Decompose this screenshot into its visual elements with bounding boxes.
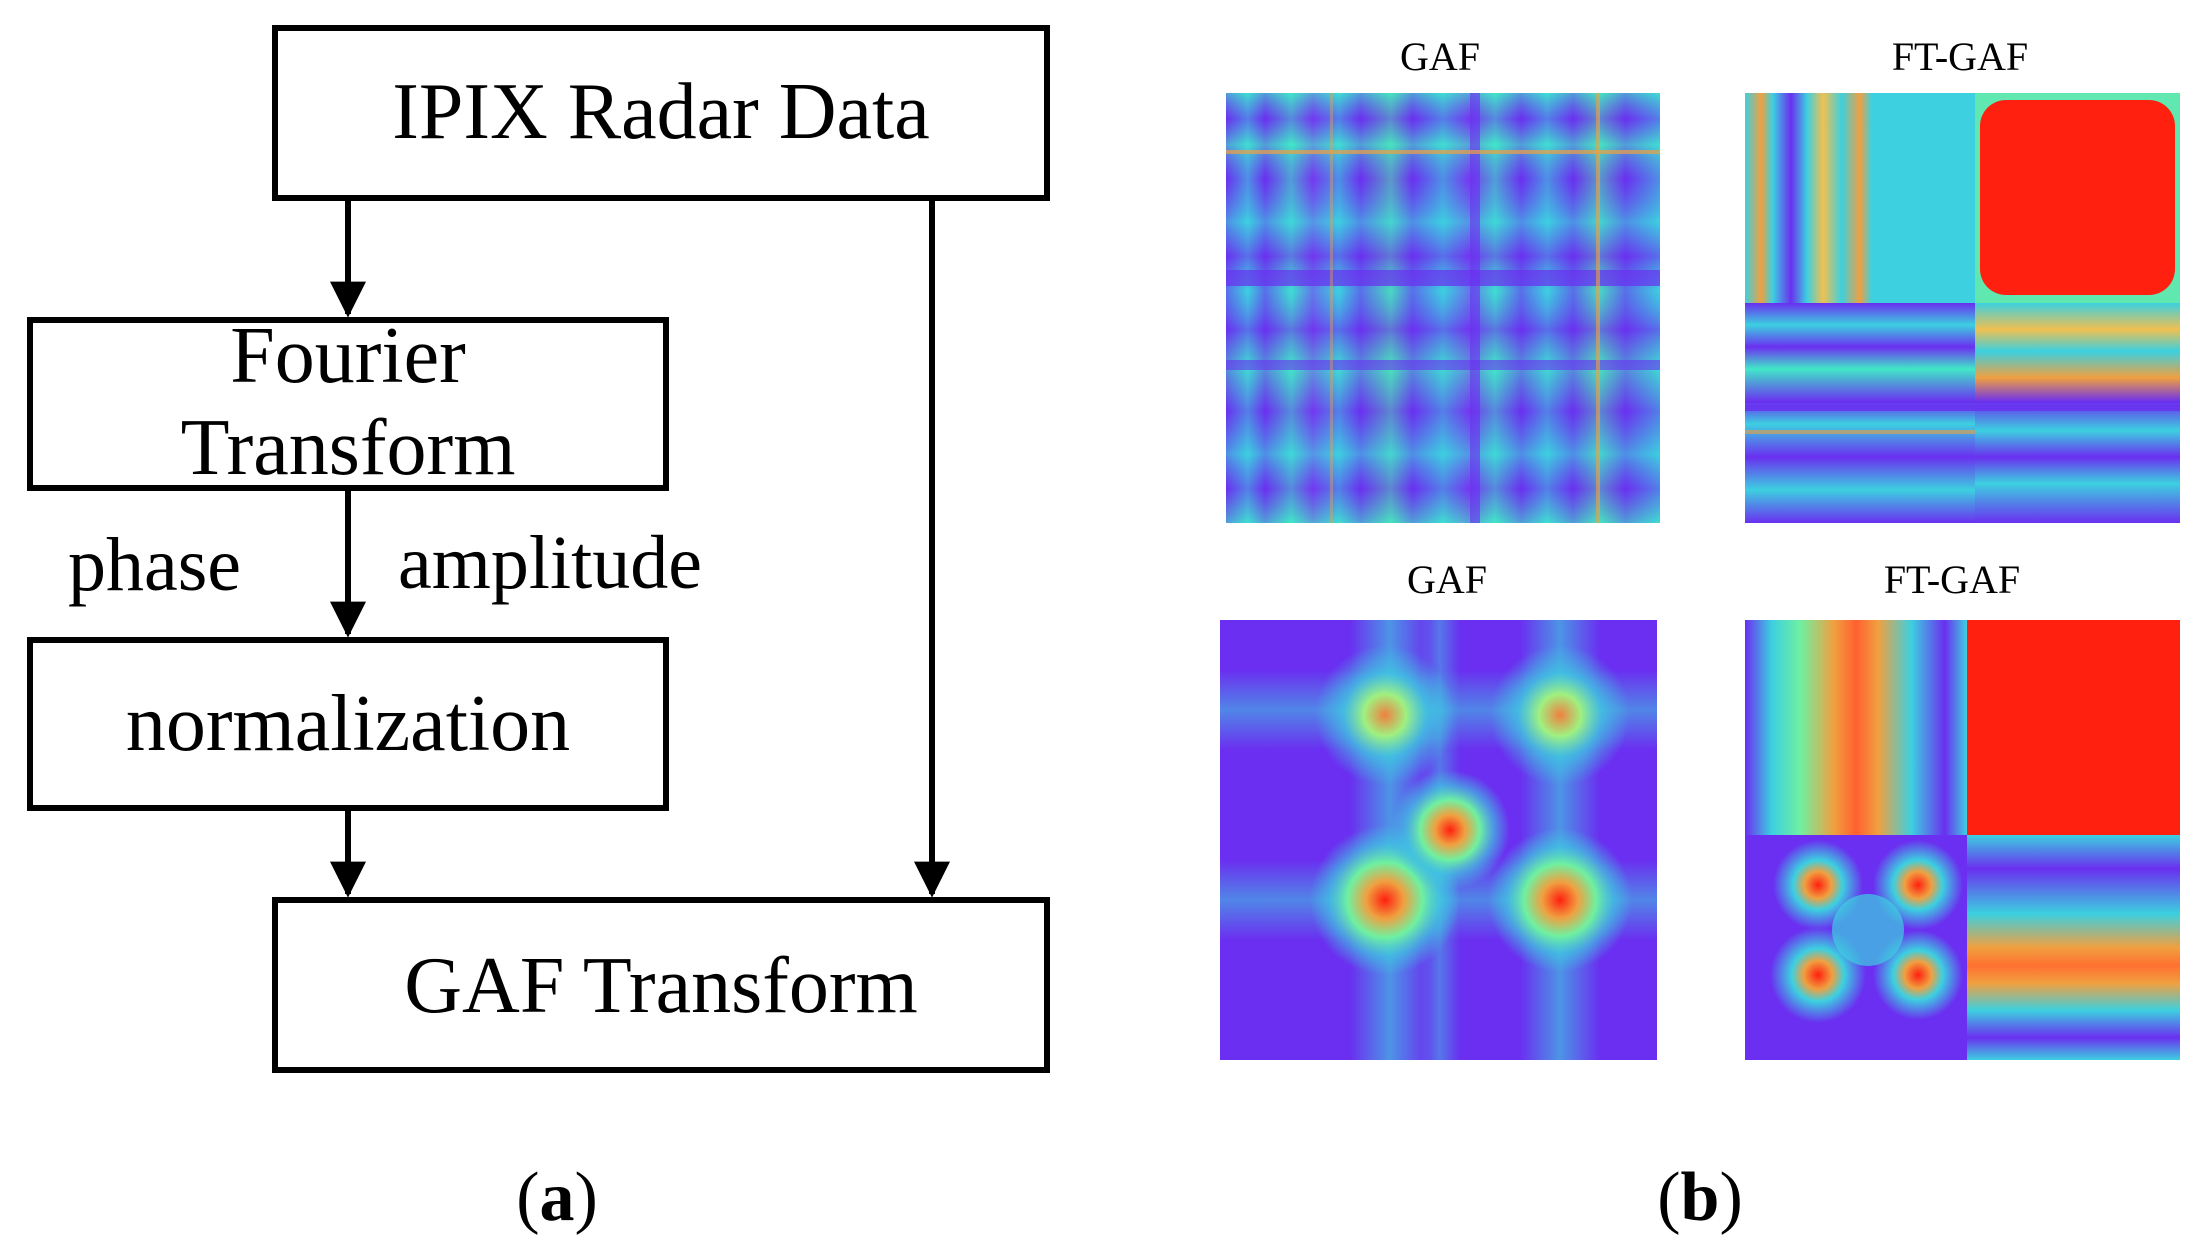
gaf-image-bottom-left bbox=[1220, 620, 1657, 1060]
node-ipix-label: IPIX Radar Data bbox=[392, 68, 930, 156]
node-ipix-radar-data: IPIX Radar Data bbox=[272, 25, 1050, 201]
edge-label-phase: phase bbox=[68, 523, 241, 607]
subfigure-label-a: (a) bbox=[516, 1159, 598, 1236]
panel-title-top-left: GAF bbox=[1400, 34, 1480, 79]
flowchart: IPIX Radar Data Fourier Transform normal… bbox=[27, 25, 1050, 1073]
panel-title-top-right: FT-GAF bbox=[1892, 34, 2028, 79]
ft-gaf-image-top-right bbox=[1745, 93, 2180, 523]
node-gaf-transform-label: GAF Transform bbox=[404, 942, 917, 1030]
gaf-image-top-left bbox=[1226, 93, 1660, 523]
node-fourier-label-line2: Transform bbox=[181, 404, 516, 492]
panel-title-bottom-left: GAF bbox=[1407, 557, 1487, 602]
ft-gaf-image-bottom-right bbox=[1745, 620, 2180, 1060]
node-fourier-label-line1: Fourier bbox=[230, 312, 466, 400]
node-fourier-transform: Fourier Transform bbox=[27, 312, 669, 492]
edge-label-amplitude: amplitude bbox=[398, 521, 702, 605]
subfigure-label-b: (b) bbox=[1657, 1159, 1743, 1236]
panel-title-bottom-right: FT-GAF bbox=[1884, 557, 2020, 602]
node-normalization: normalization bbox=[27, 637, 669, 811]
node-gaf-transform: GAF Transform bbox=[272, 897, 1050, 1073]
node-normalization-label: normalization bbox=[126, 680, 570, 768]
